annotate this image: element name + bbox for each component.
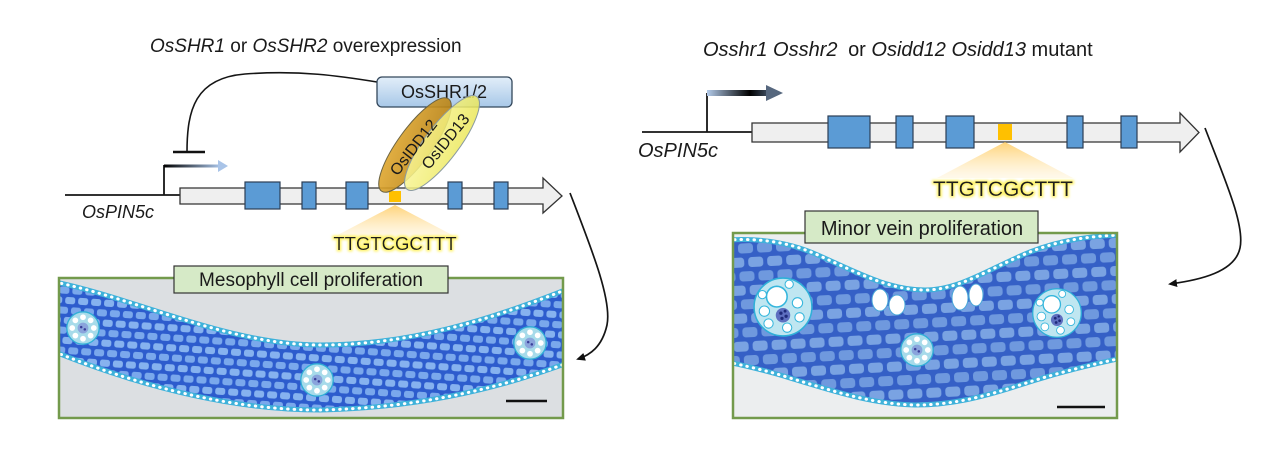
leaf-cross-section [733, 235, 1117, 405]
vein-bundle [753, 277, 813, 337]
title-gene-a: OsSHR1 [150, 36, 225, 57]
exon [301, 181, 317, 210]
gene-body-arrow [751, 111, 1200, 154]
tf-ellipse-osidd13 [404, 95, 480, 191]
tss-arrow-icon [766, 85, 783, 101]
phenotype-arrow [569, 192, 609, 361]
minor-vein-bundle [900, 333, 934, 367]
title-mutant-b2: Osidd13 [951, 39, 1026, 61]
title-connector: or [230, 36, 248, 57]
phenotype-label: Mesophyll cell proliferation [199, 270, 423, 291]
exon [447, 181, 463, 210]
tss-arrow-shaft [164, 164, 220, 168]
exon [895, 115, 914, 149]
tss-arrow-icon [218, 160, 228, 172]
gene-label: OsPIN5c [82, 202, 154, 222]
title-mutant-b1: Osidd12 [871, 39, 946, 61]
exon [493, 181, 509, 210]
vein-bundle [513, 326, 547, 360]
motif-callout [937, 142, 1073, 178]
vein-bundle [66, 311, 100, 345]
left-panel: OsSHR1 or OsSHR2 overexpression OsPIN5c … [57, 36, 609, 420]
binding-site [389, 191, 401, 202]
exons [244, 181, 509, 210]
left-micrograph [59, 278, 563, 418]
vein-bundle [1032, 288, 1082, 338]
epidermis-cells [733, 357, 1117, 407]
phenotype-label: Minor vein proliferation [821, 218, 1023, 240]
title-condition: overexpression [333, 36, 462, 57]
left-condition-title: OsSHR1 or OsSHR2 overexpression [150, 36, 462, 57]
motif-callout [332, 205, 458, 238]
binding-site [998, 124, 1012, 140]
tss-arrow-shaft [707, 90, 768, 96]
title-condition: mutant [1032, 39, 1094, 61]
phenotype-arrow [1168, 127, 1242, 288]
vein-bundle [300, 363, 334, 397]
bulliform-cell [888, 294, 906, 316]
exon [945, 115, 975, 149]
exon [1066, 115, 1084, 149]
title-mutant-a1: Osshr1 [703, 39, 767, 61]
bulliform-cell [968, 283, 984, 307]
bulliform-cell [871, 288, 889, 312]
title-gene-b: OsSHR2 [252, 36, 327, 57]
exons [827, 115, 1138, 149]
title-mutant-a2: Osshr2 [773, 39, 837, 61]
bulliform-cell [951, 285, 969, 311]
regulator-label: OsSHR1/2 [401, 82, 487, 102]
title-connector: or [848, 39, 866, 61]
exon [1120, 115, 1138, 149]
right-condition-title: Osshr1 Osshr2 or Osidd12 Osidd13 mutant [703, 39, 1093, 61]
binding-motif-sequence: TTGTCGCTTT [933, 178, 1073, 201]
right-panel: Osshr1 Osshr2 or Osidd12 Osidd13 mutant … [638, 39, 1242, 420]
gene-label: OsPIN5c [638, 140, 718, 162]
exon [827, 115, 871, 149]
exon [244, 181, 281, 210]
bulliform-cells [871, 283, 984, 316]
epidermis-cells [59, 351, 563, 412]
epidermis-cells [733, 233, 1117, 292]
binding-motif-sequence: TTGTCGCTTT [333, 233, 456, 254]
epidermis-cells [59, 281, 563, 347]
gene-body-arrow [179, 176, 563, 215]
repression-line [186, 71, 378, 153]
right-micrograph [733, 233, 1117, 418]
phenotype-label-box [804, 210, 1039, 244]
phenotype-label-box [173, 265, 449, 294]
exon [345, 181, 369, 210]
